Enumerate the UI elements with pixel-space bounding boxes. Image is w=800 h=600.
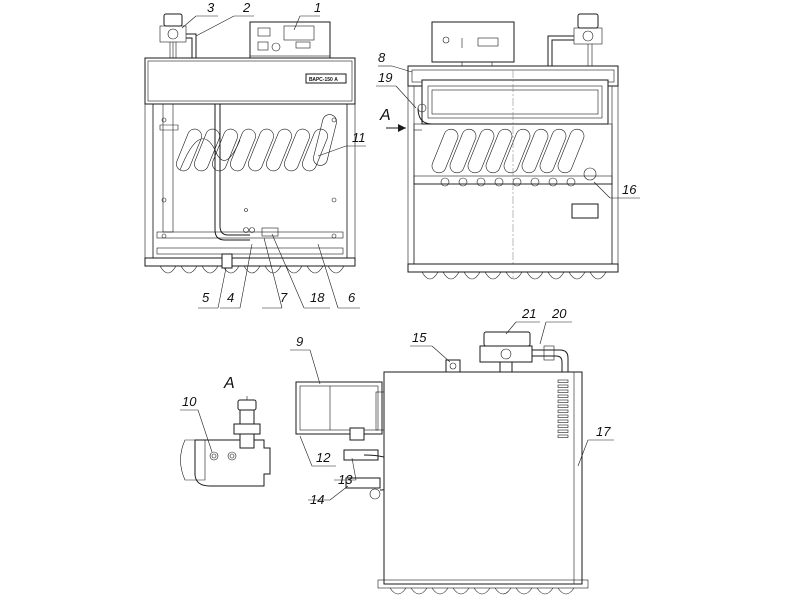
callout-14: 14 <box>310 492 324 507</box>
callout-6: 6 <box>348 290 356 305</box>
callout-11: 11 <box>352 130 366 145</box>
nozzle <box>440 177 450 187</box>
vent-slot <box>557 394 569 398</box>
burner-tube <box>176 128 202 172</box>
callout-10: 10 <box>182 394 197 409</box>
nozzle <box>512 177 522 187</box>
bottom-nozzle <box>557 587 575 595</box>
burner-tube <box>431 128 459 174</box>
burner-tube <box>539 128 567 174</box>
vent-slot <box>557 409 569 413</box>
side-view <box>295 331 589 595</box>
callout-7: 7 <box>280 290 288 305</box>
bottom-nozzle <box>389 587 407 595</box>
bottom-nozzle <box>505 271 523 280</box>
detail-view-title: A <box>223 375 235 392</box>
callout-3: 3 <box>207 0 215 15</box>
detail-view-a <box>180 396 271 487</box>
burner-tube <box>284 128 310 172</box>
bottom-nozzle <box>526 271 544 280</box>
burner-tube <box>485 128 513 174</box>
callout-2: 2 <box>242 0 251 15</box>
bottom-nozzle <box>568 271 586 280</box>
bottom-nozzle <box>159 265 177 274</box>
burner-tube <box>467 128 495 174</box>
model-plate: ВАРС-150 А <box>309 77 338 83</box>
burner-tube <box>557 128 585 174</box>
burner-tube <box>503 128 531 174</box>
bottom-nozzle <box>243 265 261 274</box>
bottom-nozzle <box>421 271 439 280</box>
bottom-nozzle <box>327 265 345 274</box>
vent-slot <box>557 424 569 428</box>
bottom-nozzle <box>484 271 502 280</box>
burner-tube <box>449 128 477 174</box>
burner-tube <box>230 128 256 172</box>
callout-19: 19 <box>378 70 392 85</box>
callout-16: 16 <box>622 182 637 197</box>
bottom-nozzle <box>442 271 460 280</box>
vent-slot <box>557 389 569 393</box>
callout-17: 17 <box>596 424 611 439</box>
burner-tube-end <box>313 114 337 166</box>
callout-8: 8 <box>378 50 386 65</box>
callout-18: 18 <box>310 290 325 305</box>
nozzle <box>476 177 486 187</box>
callout-21: 21 <box>521 306 536 321</box>
nozzle <box>548 177 558 187</box>
bottom-nozzle <box>410 587 428 595</box>
callout-12: 12 <box>316 450 331 465</box>
callout-leaders <box>180 15 640 501</box>
front-view-left: ВАРС-150 А <box>144 13 356 274</box>
vent-slot <box>557 434 569 438</box>
callout-20: 20 <box>551 306 567 321</box>
bottom-nozzle <box>536 587 554 595</box>
bottom-nozzle <box>431 587 449 595</box>
vent-slot <box>557 414 569 418</box>
vent-slot <box>557 419 569 423</box>
bottom-nozzle <box>452 587 470 595</box>
burner-tube <box>212 128 238 172</box>
callout-4: 4 <box>227 290 234 305</box>
callout-5: 5 <box>202 290 210 305</box>
callout-1: 1 <box>314 0 321 15</box>
rear-view-right <box>407 13 619 280</box>
bottom-nozzle <box>515 587 533 595</box>
vent-slot <box>557 379 569 383</box>
callout-15: 15 <box>412 330 427 345</box>
bottom-nozzle <box>547 271 565 280</box>
bottom-nozzle <box>473 587 491 595</box>
vent-slot <box>557 429 569 433</box>
callout-9: 9 <box>296 334 303 349</box>
vent-slot <box>557 404 569 408</box>
vent-slot <box>557 399 569 403</box>
burner-tube <box>302 128 328 172</box>
bottom-nozzle <box>306 265 324 274</box>
burner-tube <box>248 128 274 172</box>
bottom-nozzle <box>180 265 198 274</box>
view-arrow-label: A <box>379 107 391 124</box>
bottom-nozzle <box>285 265 303 274</box>
nozzle <box>458 177 468 187</box>
callout-13: 13 <box>338 472 353 487</box>
burner-tube <box>266 128 292 172</box>
bottom-nozzle <box>589 271 607 280</box>
vent-slot <box>557 384 569 388</box>
nozzle <box>530 177 540 187</box>
nozzle <box>494 177 504 187</box>
bottom-nozzle <box>494 587 512 595</box>
nozzle <box>566 177 576 187</box>
bottom-nozzle <box>463 271 481 280</box>
burner-tube <box>521 128 549 174</box>
view-arrow-a <box>386 124 406 132</box>
bottom-nozzle <box>201 265 219 274</box>
